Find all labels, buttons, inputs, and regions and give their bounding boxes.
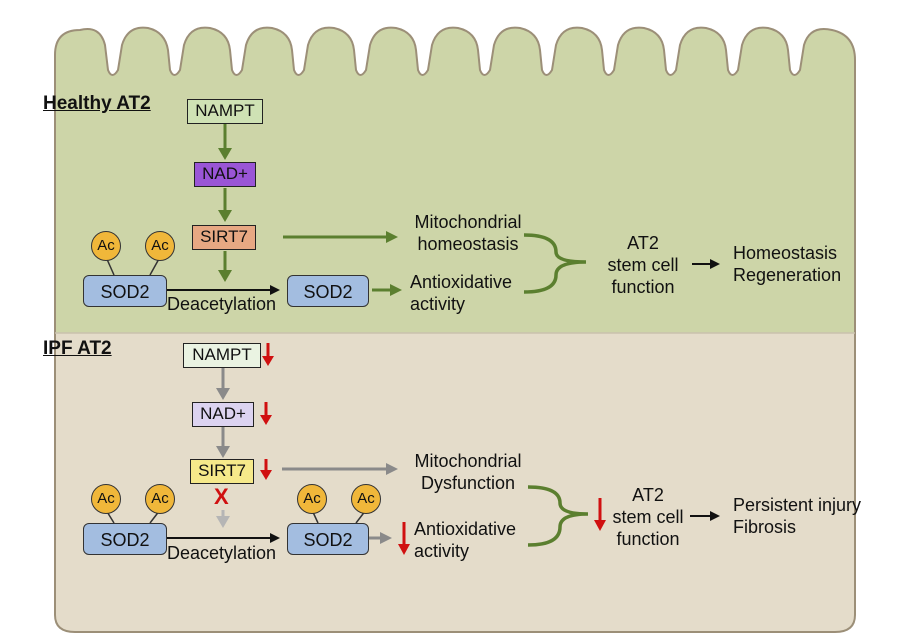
ipf-arrow-nampt-nad — [216, 368, 230, 400]
healthy-mito-label-2: homeostasis — [417, 234, 519, 254]
healthy-sod2-acetylated: SOD2 — [83, 275, 167, 307]
ipf-antiox-label-2: activity — [414, 541, 470, 561]
ipf-outcome-label-1: Persistent injury — [733, 495, 862, 515]
healthy-outcome-label-2: Regeneration — [733, 265, 842, 285]
healthy-arrow-sirt7-mito — [283, 231, 398, 243]
ipf-nampt-box: NAMPT — [183, 343, 261, 368]
ipf-at2-label-2: stem cell — [612, 507, 684, 527]
ipf-ac-badge-2: Ac — [145, 484, 175, 514]
healthy-nampt-box: NAMPT — [187, 99, 263, 124]
ipf-nad-box: NAD+ — [192, 402, 254, 427]
healthy-sirt7-box: SIRT7 — [192, 225, 256, 250]
nad-down-arrow-icon — [260, 402, 272, 425]
healthy-arrow-nad-sirt7 — [218, 188, 232, 222]
healthy-arrow-outcome — [692, 259, 720, 269]
blocked-x-icon: X — [214, 484, 229, 509]
healthy-antiox-label-2: activity — [410, 294, 466, 314]
ipf-arrow-outcome — [690, 511, 720, 521]
ipf-mito-label-2: Dysfunction — [420, 473, 516, 493]
healthy-ac-badge-1: Ac — [91, 231, 121, 261]
ipf-sirt7-box: SIRT7 — [190, 459, 254, 484]
ipf-sod2-acetylated: SOD2 — [83, 523, 167, 555]
ipf-arrow-sirt7-blocked — [216, 510, 230, 528]
ipf-deacetylation-label: Deacetylation — [167, 543, 277, 563]
ipf-sod2-still-acetylated: SOD2 — [287, 523, 369, 555]
healthy-at2-label-3: function — [611, 277, 675, 297]
healthy-heading: Healthy AT2 — [43, 93, 151, 114]
healthy-nad-box: NAD+ — [194, 162, 256, 187]
ipf-heading: IPF AT2 — [43, 338, 112, 359]
ipf-at2-label-1: AT2 — [632, 485, 664, 505]
healthy-deacetylation-label: Deacetylation — [167, 294, 277, 314]
ipf-mito-label-1: Mitochondrial — [414, 451, 522, 471]
ipf-ac-badge-3: Ac — [297, 484, 327, 514]
healthy-mito-label-1: Mitochondrial — [414, 212, 522, 232]
healthy-antiox-label-1: Antioxidative — [410, 272, 513, 292]
healthy-sod2-deacetylated: SOD2 — [287, 275, 369, 307]
healthy-region — [55, 27, 855, 333]
ipf-ac-badge-4: Ac — [351, 484, 381, 514]
ipf-ac-badge-1: Ac — [91, 484, 121, 514]
ipf-arrow-nad-sirt7 — [216, 427, 230, 458]
healthy-arrow-sirt7-deacetylation — [218, 251, 232, 282]
ipf-arrow-deacetylation — [167, 533, 280, 543]
cell-outline — [54, 26, 856, 633]
healthy-outcome-label-1: Homeostasis — [733, 243, 838, 263]
sirt7-down-arrow-icon — [260, 459, 272, 480]
antiox-down-arrow-icon — [398, 522, 410, 555]
ipf-region — [55, 333, 855, 632]
at2-down-arrow-icon — [594, 498, 606, 531]
ipf-arrow-sirt7-mito — [282, 463, 398, 475]
ipf-brace — [527, 485, 589, 547]
ipf-arrow-sod2-antiox — [368, 532, 392, 544]
healthy-at2-label-2: stem cell — [607, 255, 679, 275]
healthy-arrow-nampt-nad — [218, 124, 232, 160]
nampt-down-arrow-icon — [262, 343, 274, 366]
healthy-arrow-sod2-antiox — [372, 284, 402, 296]
healthy-brace — [523, 233, 587, 294]
ipf-at2-label-3: function — [616, 529, 680, 549]
ipf-outcome-label-2: Fibrosis — [733, 517, 797, 537]
healthy-arrow-deacetylation — [167, 285, 280, 295]
healthy-at2-label-1: AT2 — [627, 233, 659, 253]
ipf-antiox-label-1: Antioxidative — [414, 519, 517, 539]
healthy-ac-badge-2: Ac — [145, 231, 175, 261]
